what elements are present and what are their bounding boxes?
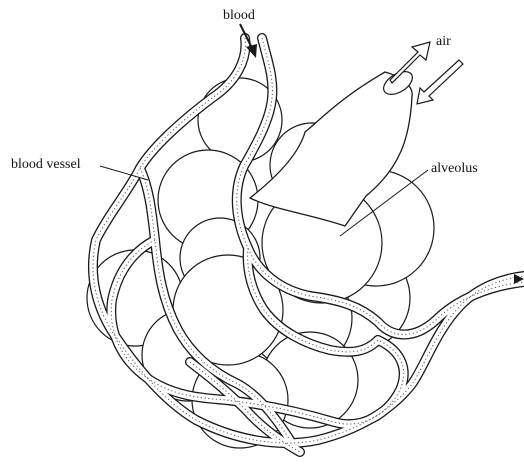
- air-label: air: [436, 34, 451, 50]
- air-in-arrow: [417, 60, 463, 104]
- alveolus-label: alveolus: [431, 161, 478, 177]
- blood-label: blood: [223, 8, 255, 24]
- blood-vessel-label: blood vessel: [11, 157, 81, 173]
